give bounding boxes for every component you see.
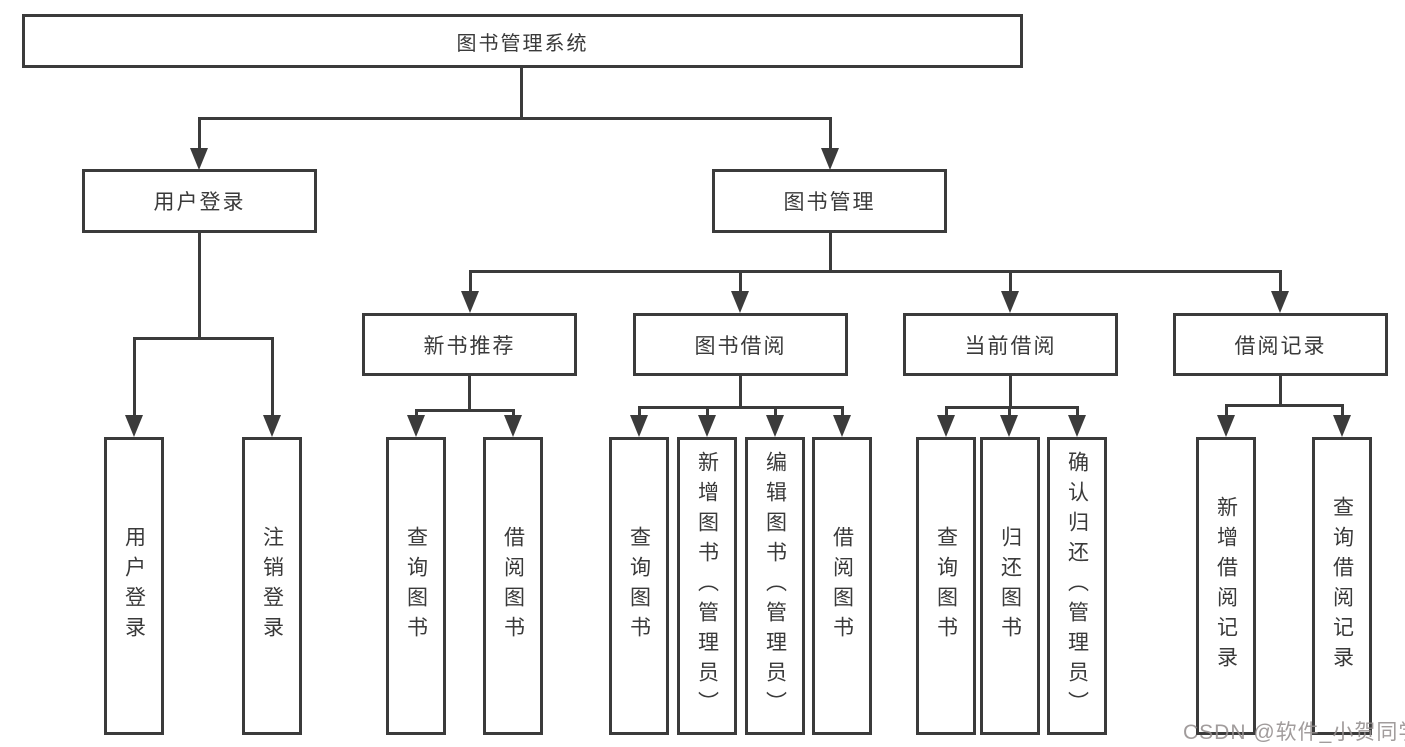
connector-line <box>415 409 418 417</box>
arrow-down-icon <box>821 148 839 170</box>
leaf-query-books-current: 查询图书 <box>916 437 976 735</box>
leaf-user-login: 用户登录 <box>104 437 164 735</box>
arrow-down-icon <box>407 415 425 437</box>
leaf-label: 注销登录 <box>260 526 284 646</box>
leaf-label: 查询图书 <box>934 526 958 646</box>
node-label: 借阅记录 <box>1234 334 1327 358</box>
arrow-down-icon <box>1000 415 1018 437</box>
connector-line <box>520 68 523 118</box>
connector-line <box>706 406 709 417</box>
node-new-book-recommend: 新书推荐 <box>362 313 577 376</box>
arrow-down-icon <box>1068 415 1086 437</box>
arrow-down-icon <box>731 291 749 313</box>
leaf-borrow-books-recommend: 借阅图书 <box>483 437 543 735</box>
arrow-down-icon <box>504 415 522 437</box>
leaf-label: 归还图书 <box>998 526 1022 646</box>
leaf-add-borrow-record: 新增借阅记录 <box>1196 437 1256 735</box>
connector-line <box>468 376 471 411</box>
leaf-query-books-borrow: 查询图书 <box>609 437 669 735</box>
connector-line <box>1279 376 1282 407</box>
node-book-management: 图书管理 <box>712 169 947 233</box>
leaf-label: 查询图书 <box>404 526 428 646</box>
connector-line <box>829 233 832 272</box>
leaf-label: 借阅图书 <box>501 526 525 646</box>
connector-line <box>469 270 1281 273</box>
leaf-label: 查询图书 <box>627 526 651 646</box>
connector-line <box>133 337 274 340</box>
node-label: 用户登录 <box>153 191 246 214</box>
connector-line <box>198 117 201 149</box>
node-book-borrow: 图书借阅 <box>633 313 848 376</box>
arrow-down-icon <box>263 415 281 437</box>
node-user-login: 用户登录 <box>82 169 317 233</box>
arrow-down-icon <box>190 148 208 170</box>
node-label: 图书借阅 <box>694 334 787 358</box>
arrow-down-icon <box>125 415 143 437</box>
node-label: 图书管理 <box>783 191 876 214</box>
connector-line <box>829 117 832 149</box>
leaf-label: 新增借阅记录 <box>1214 496 1238 676</box>
leaf-borrow-books: 借阅图书 <box>812 437 872 735</box>
leaf-return-books: 归还图书 <box>980 437 1040 735</box>
arrow-down-icon <box>698 415 716 437</box>
connector-line <box>512 409 515 417</box>
connector-line <box>198 233 201 339</box>
leaf-query-books-recommend: 查询图书 <box>386 437 446 735</box>
node-label: 新书推荐 <box>423 334 516 358</box>
connector-line <box>774 406 777 417</box>
connector-line <box>1009 270 1012 293</box>
connector-line <box>1279 270 1282 293</box>
node-label: 图书管理系统 <box>456 32 589 55</box>
arrow-down-icon <box>937 415 955 437</box>
connector-line <box>638 406 844 409</box>
node-label: 当前借阅 <box>964 334 1057 358</box>
leaf-label: 用户登录 <box>122 526 146 646</box>
leaf-edit-books-admin: 编辑图书（管理员） <box>745 437 805 735</box>
connector-line <box>1076 406 1079 417</box>
connector-line <box>638 406 641 417</box>
arrow-down-icon <box>1271 291 1289 313</box>
leaf-query-borrow-record: 查询借阅记录 <box>1312 437 1372 735</box>
leaf-add-books-admin: 新增图书（管理员） <box>677 437 737 735</box>
leaf-label: 查询借阅记录 <box>1330 496 1354 676</box>
connector-line <box>1009 376 1012 409</box>
arrow-down-icon <box>1217 415 1235 437</box>
leaf-label: 新增图书（管理员） <box>695 451 719 721</box>
connector-line <box>1225 404 1344 407</box>
connector-line <box>271 337 274 415</box>
connector-line <box>739 270 742 293</box>
leaf-label: 编辑图书（管理员） <box>763 451 787 721</box>
connector-line <box>1008 406 1011 417</box>
arrow-down-icon <box>1333 415 1351 437</box>
arrow-down-icon <box>630 415 648 437</box>
node-root-library-system: 图书管理系统 <box>22 14 1023 68</box>
connector-line <box>841 406 844 417</box>
leaf-logout-login: 注销登录 <box>242 437 302 735</box>
csdn-watermark: CSDN @软件_小贺同学 <box>1183 721 1405 744</box>
connector-line <box>1341 404 1344 417</box>
node-current-borrow: 当前借阅 <box>903 313 1118 376</box>
connector-line <box>945 406 1079 409</box>
node-borrow-records: 借阅记录 <box>1173 313 1388 376</box>
leaf-label: 借阅图书 <box>830 526 854 646</box>
connector-line <box>1225 404 1228 417</box>
connector-line <box>469 270 472 293</box>
connector-line <box>198 117 831 120</box>
connector-line <box>415 409 515 412</box>
arrow-down-icon <box>1001 291 1019 313</box>
connector-line <box>133 337 136 415</box>
arrow-down-icon <box>461 291 479 313</box>
arrow-down-icon <box>833 415 851 437</box>
connector-line <box>945 406 948 417</box>
leaf-confirm-return-admin: 确认归还（管理员） <box>1047 437 1107 735</box>
connector-line <box>739 376 742 409</box>
arrow-down-icon <box>766 415 784 437</box>
leaf-label: 确认归还（管理员） <box>1065 451 1089 721</box>
